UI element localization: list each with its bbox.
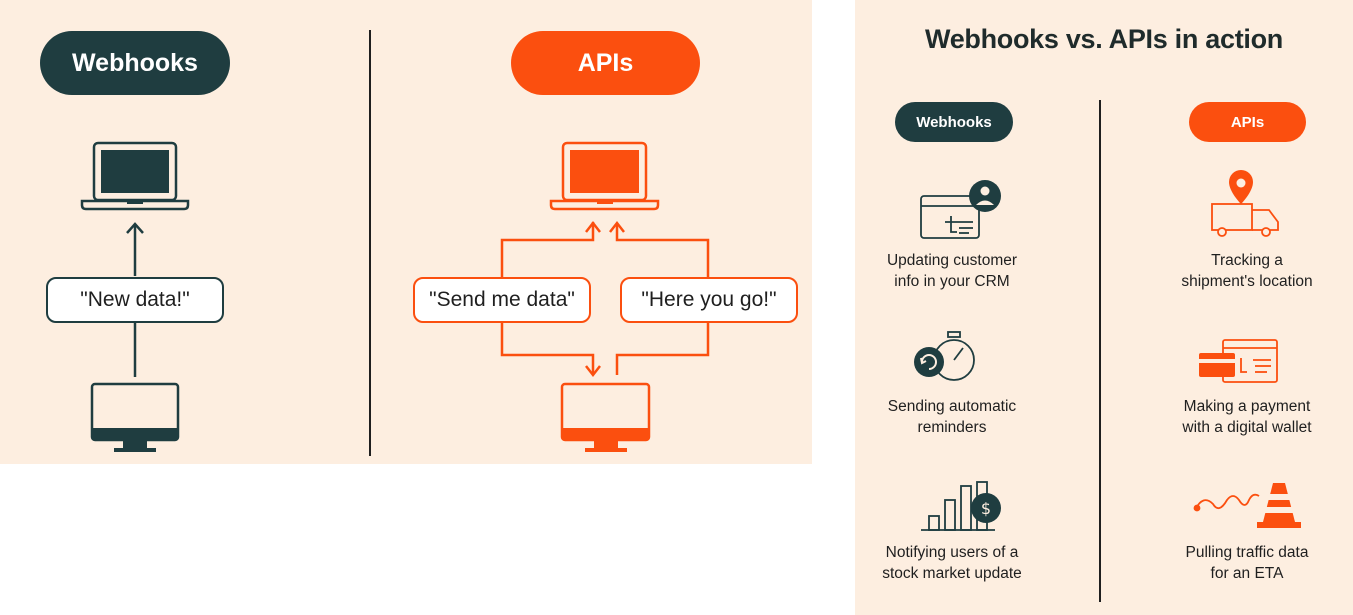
send-me-data-bubble: "Send me data" — [413, 277, 591, 323]
webhooks-pill: Webhooks — [895, 102, 1013, 142]
delivery-truck-icon — [1211, 170, 1279, 237]
credit-card-icon — [1199, 339, 1278, 383]
laptop-icon — [80, 141, 190, 211]
new-data-bubble: "New data!" — [46, 277, 224, 323]
api-example-caption: Tracking a shipment's location — [1181, 252, 1313, 290]
webhooks-vs-apis-in-action: Webhooks vs. APIs in action Webhooks API… — [855, 0, 1353, 615]
examples-graphics: $ — [914, 100, 1301, 602]
webhook-example-caption: Sending automatic reminders — [887, 398, 1017, 436]
webhook-example-caption: Updating customer info in your CRM — [886, 252, 1018, 290]
stock-chart-icon: $ — [921, 481, 1001, 531]
webhook-example-caption: Notifying users of a stock market update — [882, 544, 1022, 582]
webhooks-vs-apis-diagram: Webhooks APIs — [0, 0, 812, 464]
api-example-caption: Pulling traffic data for an ETA — [1185, 544, 1309, 582]
webhooks-pill: Webhooks — [40, 31, 230, 95]
apis-pill: APIs — [511, 31, 700, 95]
traffic-cone-icon — [1193, 483, 1301, 528]
svg-text:$: $ — [981, 499, 991, 518]
apis-pill: APIs — [1189, 102, 1306, 142]
api-flow-lines — [500, 220, 710, 378]
here-you-go-bubble: "Here you go!" — [620, 277, 798, 323]
diagram-graphics — [80, 30, 710, 456]
crm-profile-icon — [920, 180, 1001, 239]
desktop-monitor-icon — [560, 382, 651, 452]
laptop-icon — [549, 141, 660, 211]
desktop-monitor-icon — [90, 382, 180, 452]
stopwatch-icon — [914, 331, 975, 381]
page-title: Webhooks vs. APIs in action — [925, 24, 1283, 54]
api-example-caption: Making a payment with a digital wallet — [1182, 398, 1312, 436]
